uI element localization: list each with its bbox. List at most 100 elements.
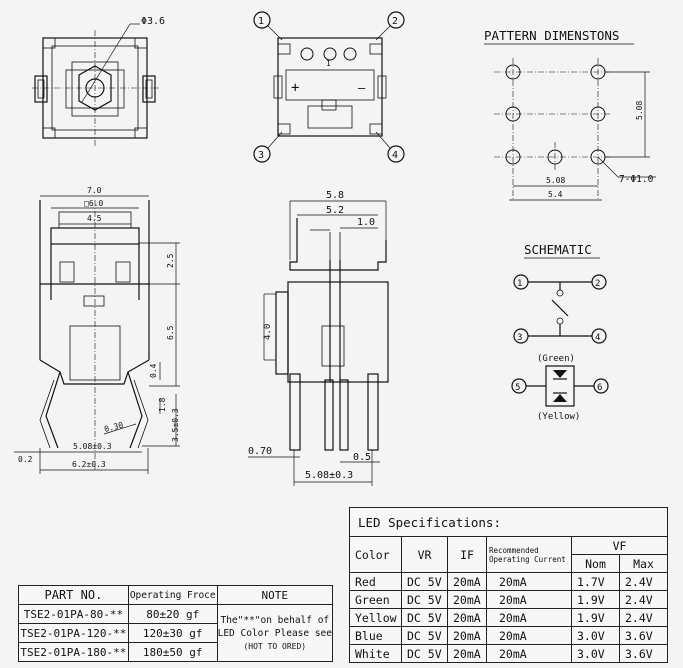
part-note-line2: LED Color Please see [217, 627, 332, 639]
pattern-dim-v: 5.08 [635, 101, 644, 120]
dim-7-0: 7.0 [87, 186, 102, 195]
pattern-title: PATTERN DIMENSTONS [484, 28, 619, 43]
dim-6-2: 6.2±0.3 [72, 460, 106, 469]
schem-pin-1: 1 [517, 279, 522, 289]
part-header-note: NOTE [216, 585, 334, 605]
led-cell-vr: DC 5V [401, 608, 448, 627]
led-cell-if: 20mA [447, 572, 487, 591]
minus-mark: — [358, 81, 366, 95]
part-cell-no: TSE2-01PA-180-** [18, 642, 129, 662]
bottom-center-mark: 1 [326, 59, 331, 68]
dim-1-0: 1.0 [357, 217, 375, 228]
part-note: The"**"on behalf of LED Color Please see… [216, 604, 334, 662]
top-view: Φ3.6 [32, 16, 165, 148]
part-note-line3: (HOT TO ORED) [243, 641, 307, 651]
led-cell-max: 3.6V [619, 626, 668, 645]
pattern-dimensions: PATTERN DIMENSTONS 5.08 5.08 5.4 7-Φ1.0 [484, 28, 656, 201]
led-cell-color: White [349, 644, 402, 663]
callout-4: 4 [392, 150, 398, 161]
led-cell-color: Green [349, 590, 402, 609]
part-header-force: Operating Froce [127, 585, 218, 605]
bottom-view: 1 + — 1 2 3 4 [253, 11, 405, 163]
schematic: SCHEMATIC 1 2 3 4 (Green) 5 6 (Yellow) [511, 242, 609, 422]
part-cell-no: TSE2-01PA-80-** [18, 604, 129, 624]
led-header-nom: Nom [571, 554, 620, 573]
led-cell-roc: 20mA [486, 644, 572, 663]
dim-5-8: 5.8 [326, 190, 344, 201]
led-cell-vr: DC 5V [401, 644, 448, 663]
dim-0-5: 0.5 [353, 452, 371, 463]
led-cell-nom: 1.7V [571, 572, 620, 591]
led-cell-nom: 3.0V [571, 626, 620, 645]
led-header-color: Color [349, 536, 402, 573]
led-row: White DC 5V 20mA 20mA 3.0V 3.6V [349, 644, 668, 663]
led-cell-roc: 20mA [486, 590, 572, 609]
led-header-roc: Recommended Operating Current [486, 536, 572, 573]
led-spec-title: LED Specifications: [349, 507, 668, 537]
dim-0-2: 0.2 [18, 455, 33, 464]
led-row: Blue DC 5V 20mA 20mA 3.0V 3.6V [349, 626, 668, 645]
schem-pin-5: 5 [515, 383, 520, 393]
part-cell-no: TSE2-01PA-120-** [18, 623, 129, 643]
led-cell-max: 3.6V [619, 644, 668, 663]
led-cell-nom: 1.9V [571, 608, 620, 627]
led-cell-if: 20mA [447, 590, 487, 609]
led-row: Yellow DC 5V 20mA 20mA 1.9V 2.4V [349, 608, 668, 627]
dim-6-5: 6.5 [166, 325, 175, 340]
led-header-roc-line2: Operating Current [489, 554, 566, 564]
schem-pin-6: 6 [597, 383, 602, 393]
led-row: Red DC 5V 20mA 20mA 1.7V 2.4V [349, 572, 668, 591]
part-row: TSE2-01PA-180-** 180±50 gf [18, 642, 333, 662]
part-cell-force: 180±50 gf [127, 642, 218, 662]
led-cell-max: 2.4V [619, 590, 668, 609]
plus-mark: + [291, 80, 299, 96]
part-note-line1: The"**"on behalf of [220, 614, 330, 626]
schem-pin-2: 2 [595, 279, 600, 289]
pattern-holes: 7-Φ1.0 [619, 174, 654, 185]
dim-2-5: 2.5 [166, 253, 175, 268]
pattern-dim-54: 5.4 [548, 190, 563, 199]
part-cell-force: 80±20 gf [127, 604, 218, 624]
led-cell-max: 2.4V [619, 572, 668, 591]
dim-6-0: □6.0 [84, 199, 103, 208]
led-cell-if: 20mA [447, 626, 487, 645]
led-header-vf: VF [571, 536, 668, 555]
led-header-if: IF [447, 536, 487, 573]
led-cell-color: Yellow [349, 608, 402, 627]
dim-5-08: 5.08±0.3 [73, 442, 112, 451]
part-number-table: PART NO. Operating Froce NOTE TSE2-01PA-… [18, 585, 334, 662]
led-cell-nom: 3.0V [571, 644, 620, 663]
led-cell-roc: 20mA [486, 572, 572, 591]
led-cell-vr: DC 5V [401, 626, 448, 645]
led-header-vr: VR [401, 536, 448, 573]
led-cell-color: Blue [349, 626, 402, 645]
schem-pin-3: 3 [517, 333, 522, 343]
dim-0-70: 0.70 [248, 446, 272, 457]
led-cell-vr: DC 5V [401, 572, 448, 591]
side-view: 5.8 5.2 1.0 4.0 0.70 0.5 5.08±0.3 [248, 190, 389, 486]
schematic-title: SCHEMATIC [524, 242, 592, 257]
callout-3: 3 [258, 150, 264, 161]
dim-1-8: 1.8 [158, 397, 167, 412]
part-header-no: PART NO. [18, 585, 129, 605]
callout-1: 1 [258, 16, 264, 27]
led-cell-roc: 20mA [486, 626, 572, 645]
led-cell-max: 2.4V [619, 608, 668, 627]
part-cell-force: 120±30 gf [127, 623, 218, 643]
dim-3-5: 3.5±0.3 [171, 408, 180, 442]
schem-green: (Green) [537, 354, 575, 364]
dim-5-2: 5.2 [326, 205, 344, 216]
led-header-max: Max [619, 554, 668, 573]
led-cell-roc: 20mA [486, 608, 572, 627]
led-cell-if: 20mA [447, 608, 487, 627]
dim-4-5: 4.5 [87, 214, 102, 223]
callout-2: 2 [392, 16, 398, 27]
dim-4-0: 4.0 [263, 324, 273, 340]
front-view: 7.0 □6.0 4.5 2.5 6.5 0.4 1.8 3.5±0.3 0.3… [14, 186, 180, 474]
led-header-roc-line1: Recommended [489, 545, 539, 555]
part-row: TSE2-01PA-80-** 80±20 gf The"**"on behal… [18, 604, 334, 662]
led-row: Green DC 5V 20mA 20mA 1.9V 2.4V [349, 590, 668, 609]
dim-r-0-30: 0.30 [103, 421, 124, 434]
led-cell-nom: 1.9V [571, 590, 620, 609]
